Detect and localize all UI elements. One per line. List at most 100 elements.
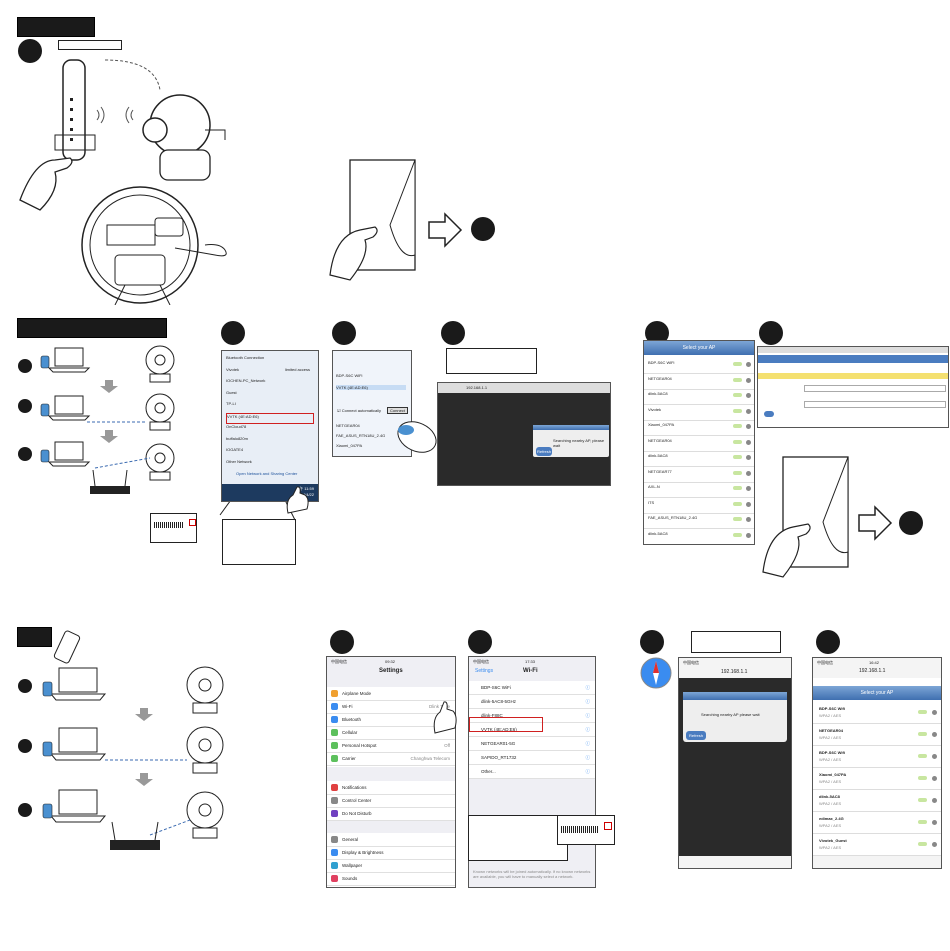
ios-settings-row[interactable]: Cellular: [327, 726, 455, 740]
ap-list-item[interactable]: NETGEAR04: [644, 435, 754, 452]
ios-settings-row[interactable]: General: [327, 833, 455, 847]
ap-list-item[interactable]: Vivotek: [644, 404, 754, 421]
mouse-icon: [397, 421, 437, 453]
ap-list-item[interactable]: dlink-5AC8: [644, 388, 754, 405]
ap-list-item[interactable]: BDP-S6C WiFi: [644, 357, 754, 374]
info-icon[interactable]: ⓘ: [585, 727, 591, 732]
ap-list-item[interactable]: FAE_ASUS_RTN18U_2.4G: [644, 512, 754, 529]
settings-row-label: Wallpaper: [342, 863, 363, 868]
ios-url-callout: [691, 631, 781, 653]
settings-row-label: Airplane Mode: [342, 691, 372, 696]
ap-list-item[interactable]: dlink-5AC8: [644, 528, 754, 544]
ios-settings-row[interactable]: Do Not Disturb: [327, 807, 455, 821]
ios-wifi-network[interactable]: SAPIDO_RT1732 ⓘ: [469, 751, 595, 765]
connect-button[interactable]: Connect: [387, 407, 408, 414]
ap-name: BDP-S6C WiFi: [648, 360, 675, 365]
ap-name: Xiaomi_047PA: [648, 422, 675, 427]
ap-list-item[interactable]: ITS: [644, 497, 754, 514]
connect-network-item[interactable]: FAE_ASUS_RTN18U_2.4G: [336, 433, 386, 438]
settings-row-icon: [331, 875, 338, 882]
ios-settings-row[interactable]: Airplane Mode: [327, 687, 455, 701]
network-center-link[interactable]: Open Network and Sharing Center: [236, 471, 298, 476]
ios-settings-row[interactable]: Display & Brightness: [327, 846, 455, 860]
peel-sticker-illustration-2: [762, 456, 849, 578]
ios-refresh-button[interactable]: Refresh: [686, 731, 706, 740]
wifi-network-name: Bluetooth Connection: [226, 355, 265, 360]
info-icon[interactable]: ⓘ: [585, 713, 591, 718]
wifi-network-item[interactable]: IOGATE4: [226, 447, 312, 456]
wifi-network-item[interactable]: Other Network: [226, 459, 312, 468]
wifi-network-item[interactable]: Guest: [226, 390, 312, 399]
ios-settings-row[interactable]: Wallpaper: [327, 859, 455, 873]
settings-row-label: Notifications: [342, 785, 367, 790]
ap-name: Vivotek: [648, 406, 662, 412]
ios-settings-row[interactable]: Bluetooth: [327, 713, 455, 727]
ios-wifi-network-name: VVTK (4E:AD:E6): [481, 727, 517, 732]
connect-network-item[interactable]: NETGEAR04: [336, 423, 360, 428]
ios-ap-carrier: 中国电信: [817, 660, 833, 665]
wifi-network-item[interactable]: Bluetooth Connection: [226, 355, 312, 364]
ap-list-item[interactable]: AXL-N: [644, 481, 754, 498]
callout-label-box: [58, 40, 122, 50]
info-icon[interactable]: ⓘ: [585, 755, 591, 760]
ios-back-button[interactable]: Settings: [475, 668, 494, 674]
ap-list-item[interactable]: NETGEAR77: [644, 466, 754, 483]
ios-wifi-network[interactable]: Other...ⓘ: [469, 765, 595, 779]
wifi-network-item[interactable]: IOCHEN-PC_Network: [226, 378, 312, 387]
info-icon[interactable]: ⓘ: [585, 699, 591, 704]
settings-row-icon: [331, 862, 338, 869]
camera-setup-illustration: [19, 59, 227, 305]
camera-label-sticker: [150, 513, 197, 543]
connect-network-item[interactable]: BDP-S6C WiFi: [336, 373, 363, 378]
wifi-network-item[interactable]: TP-LI: [226, 401, 312, 410]
ios-settings-row[interactable]: Notifications: [327, 781, 455, 795]
ap-submit-button[interactable]: [764, 411, 774, 417]
ios-ap-name: dlink-5AC8: [819, 794, 840, 799]
info-icon[interactable]: ⓘ: [585, 685, 591, 690]
connect-network-item[interactable]: VVTK (4E:AD:E6): [336, 385, 406, 390]
browser-url-field[interactable]: 192.168.1.1: [466, 385, 488, 390]
ios-ap-security: WPA2 / AES: [819, 735, 842, 740]
info-icon[interactable]: ⓘ: [585, 769, 591, 774]
ios-settings-row[interactable]: Control Center: [327, 794, 455, 808]
ios-safari-url[interactable]: 192.168.1.1: [721, 669, 748, 675]
ios-wifi-network-name: SAPIDO_RT1732: [481, 755, 517, 760]
ap-name: dlink-5AC8: [648, 453, 668, 458]
auto-connect-checkbox[interactable]: ☑ Connect automatically: [337, 408, 382, 413]
refresh-button[interactable]: Refresh: [536, 447, 552, 456]
wifi-network-name: OnCloud78: [226, 424, 247, 429]
ios-wifi-network[interactable]: VVTK (4E:AD:E6) ⓘ: [469, 723, 595, 737]
ios-flow-illustration: [18, 630, 224, 850]
wifi-network-item[interactable]: OnCloud78: [226, 424, 312, 433]
ap-list-item[interactable]: NETGEAR04: [644, 373, 754, 390]
section-header-3: [17, 627, 52, 647]
ios-settings-row[interactable]: Sounds: [327, 872, 455, 886]
ios-safari-carrier: 中国电信: [683, 660, 699, 665]
wifi-network-item[interactable]: buffalo820m: [226, 436, 312, 445]
ios-ap-url[interactable]: 192.168.1.1: [859, 668, 886, 674]
ap-list-item[interactable]: dlink-5AC8: [644, 450, 754, 467]
step-marker-ios-3: [640, 630, 664, 654]
connect-network-item[interactable]: Xiaomi_047PA: [336, 443, 363, 448]
ap-list-item[interactable]: Xiaomi_047PA: [644, 419, 754, 436]
info-icon[interactable]: ⓘ: [585, 741, 591, 746]
step-marker-1: [18, 39, 42, 63]
settings-row-label: Sounds: [342, 876, 358, 881]
wifi-network-item[interactable]: VVTK (4E:AD:E6): [226, 412, 314, 424]
